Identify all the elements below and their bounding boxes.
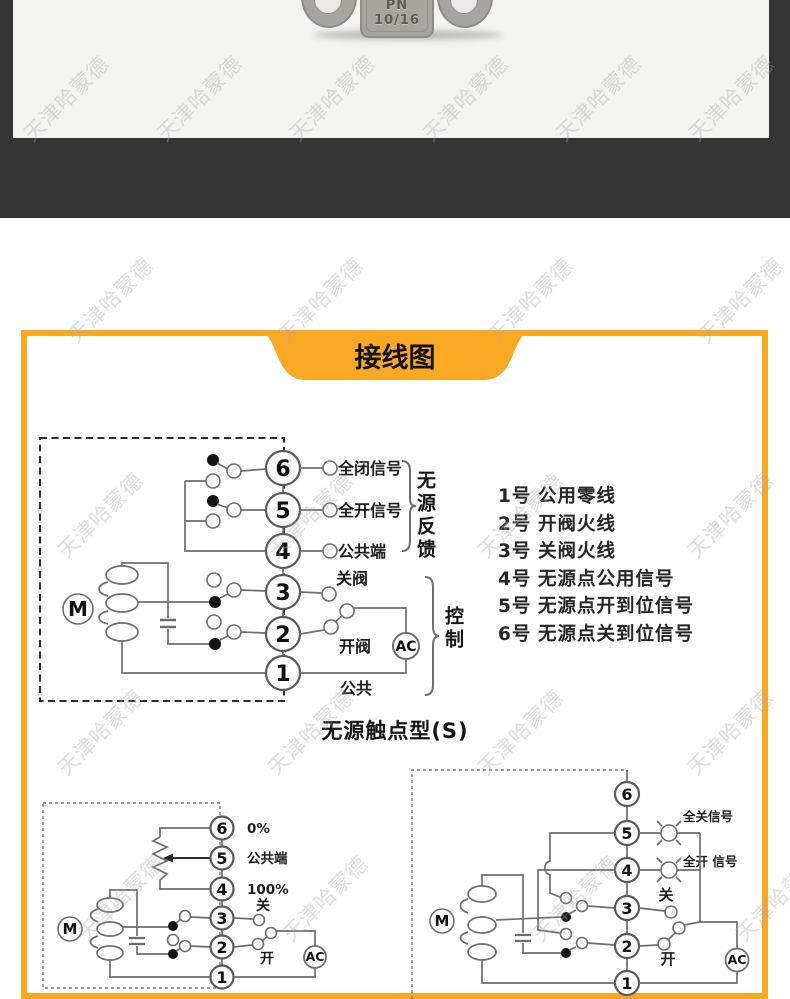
motor-label: M [68,597,88,621]
svg-text:4: 4 [621,861,632,880]
terminal-list-item: 6号无源点关到位信号 [498,623,695,645]
terminal-list: 1号公用零线 2号开阀火线 3号关阀火线 4号无源点公用信号 5号无源点开到位信… [498,483,694,649]
wiper-arrow [163,853,173,863]
passive-resistor-diagram: M 6 5 4 3 2 1 [42,802,327,990]
switch-common-5 [207,495,219,507]
svg-text:6: 6 [621,785,632,804]
control-brace [424,576,440,696]
label-open-valve: 开阀 [339,637,371,656]
label-common-end: 公共端 [247,850,288,867]
svg-text:1: 1 [275,662,290,687]
svg-text:1: 1 [216,968,227,987]
actuator-boundary [411,769,627,999]
svg-text:AC: AC [306,949,325,964]
terminal-2 [209,934,235,960]
label-close-valve: 关阀 [336,569,368,588]
terminal-6 [209,815,235,841]
svg-text:2: 2 [216,938,227,957]
ac-source [724,947,750,973]
potentiometer [150,836,170,881]
pn-plate-engraving [366,0,428,32]
label-full-close-signal: 全关信号 [682,809,733,824]
wiring-title: 接线图 [355,343,436,374]
motor-symbol [429,908,455,934]
product-photo: PN 10/16 [13,0,769,138]
motor-symbol [57,916,83,942]
pn-plate-line2: 10/16 [374,13,420,28]
svg-text:AC: AC [395,639,416,655]
label-close: 关 [256,897,270,914]
feedback-brace [401,460,417,552]
wiring-tab: 接线图 [256,330,534,380]
svg-text:3: 3 [275,581,290,606]
lamp-feedback-diagram: M 6 5 4 3 2 1 [411,769,750,999]
lamp-close-signal [660,824,678,842]
label-open: 开 [660,950,675,968]
terminal-list-item: 1号公用零线 [498,486,617,507]
label-100pct: 100% [247,882,289,898]
terminal-list-item: 5号无源点开到位信号 [498,596,695,618]
svg-text:2: 2 [275,623,290,648]
tab-shape [256,330,534,380]
wiring-diagram-box [21,330,768,999]
svg-text:M: M [435,912,450,930]
switch-common-6 [207,454,219,466]
actuator-boundary [39,437,285,702]
svg-text:5: 5 [621,824,632,843]
actuator-boundary [42,802,221,989]
svg-text:M: M [63,920,78,938]
diagram-caption: 无源触点型(S) [321,719,469,743]
control-group-label: 控制 [442,606,464,652]
coil [105,565,139,585]
capacitor [160,618,176,629]
switch-common-3 [209,596,221,608]
terminal-6 [613,780,641,808]
svg-text:5: 5 [216,849,227,868]
svg-text:4: 4 [275,540,290,565]
svg-text:6: 6 [275,457,290,482]
label-full-close-signal: 全闭信号 [337,459,402,478]
svg-text:2: 2 [621,937,632,956]
terminal-5 [209,845,235,871]
capacitor [515,933,531,943]
capacitor [129,936,145,946]
label-common-end: 公共端 [338,542,386,561]
pn-plate: PN 10/16 [360,0,434,38]
terminal-list-item: 2号开阀火线 [498,513,617,535]
label-open: 开 [260,951,274,967]
label-0pct: 0% [247,821,270,837]
lamp-open-signal [660,861,678,879]
svg-text:6: 6 [216,819,227,838]
svg-text:3: 3 [621,899,632,918]
terminal-list-item: 3号关阀火线 [498,541,617,563]
label-full-open-signal: 全开信号 [337,501,402,520]
coil [105,622,139,642]
coil [105,593,139,613]
terminal-1 [209,964,235,990]
label-common: 公共 [340,679,372,698]
svg-text:1: 1 [621,974,632,993]
svg-text:4: 4 [216,880,227,899]
terminal-3 [209,905,235,931]
switch-common-2 [209,638,221,650]
svg-text:3: 3 [216,909,227,928]
label-full-open-signal: 全开 信号 [682,854,737,869]
terminal-list-item: 4号无源点公用信号 [498,568,675,590]
pn-plate-line1: PN [385,0,409,13]
feedback-group-label: 无源反馈 [414,470,436,562]
main-wiring-diagram: M [39,437,440,702]
terminal-4 [209,876,235,902]
motor-symbol [62,593,94,625]
svg-text:AC: AC [728,952,747,967]
label-close: 关 [658,886,673,904]
svg-text:5: 5 [275,499,290,524]
